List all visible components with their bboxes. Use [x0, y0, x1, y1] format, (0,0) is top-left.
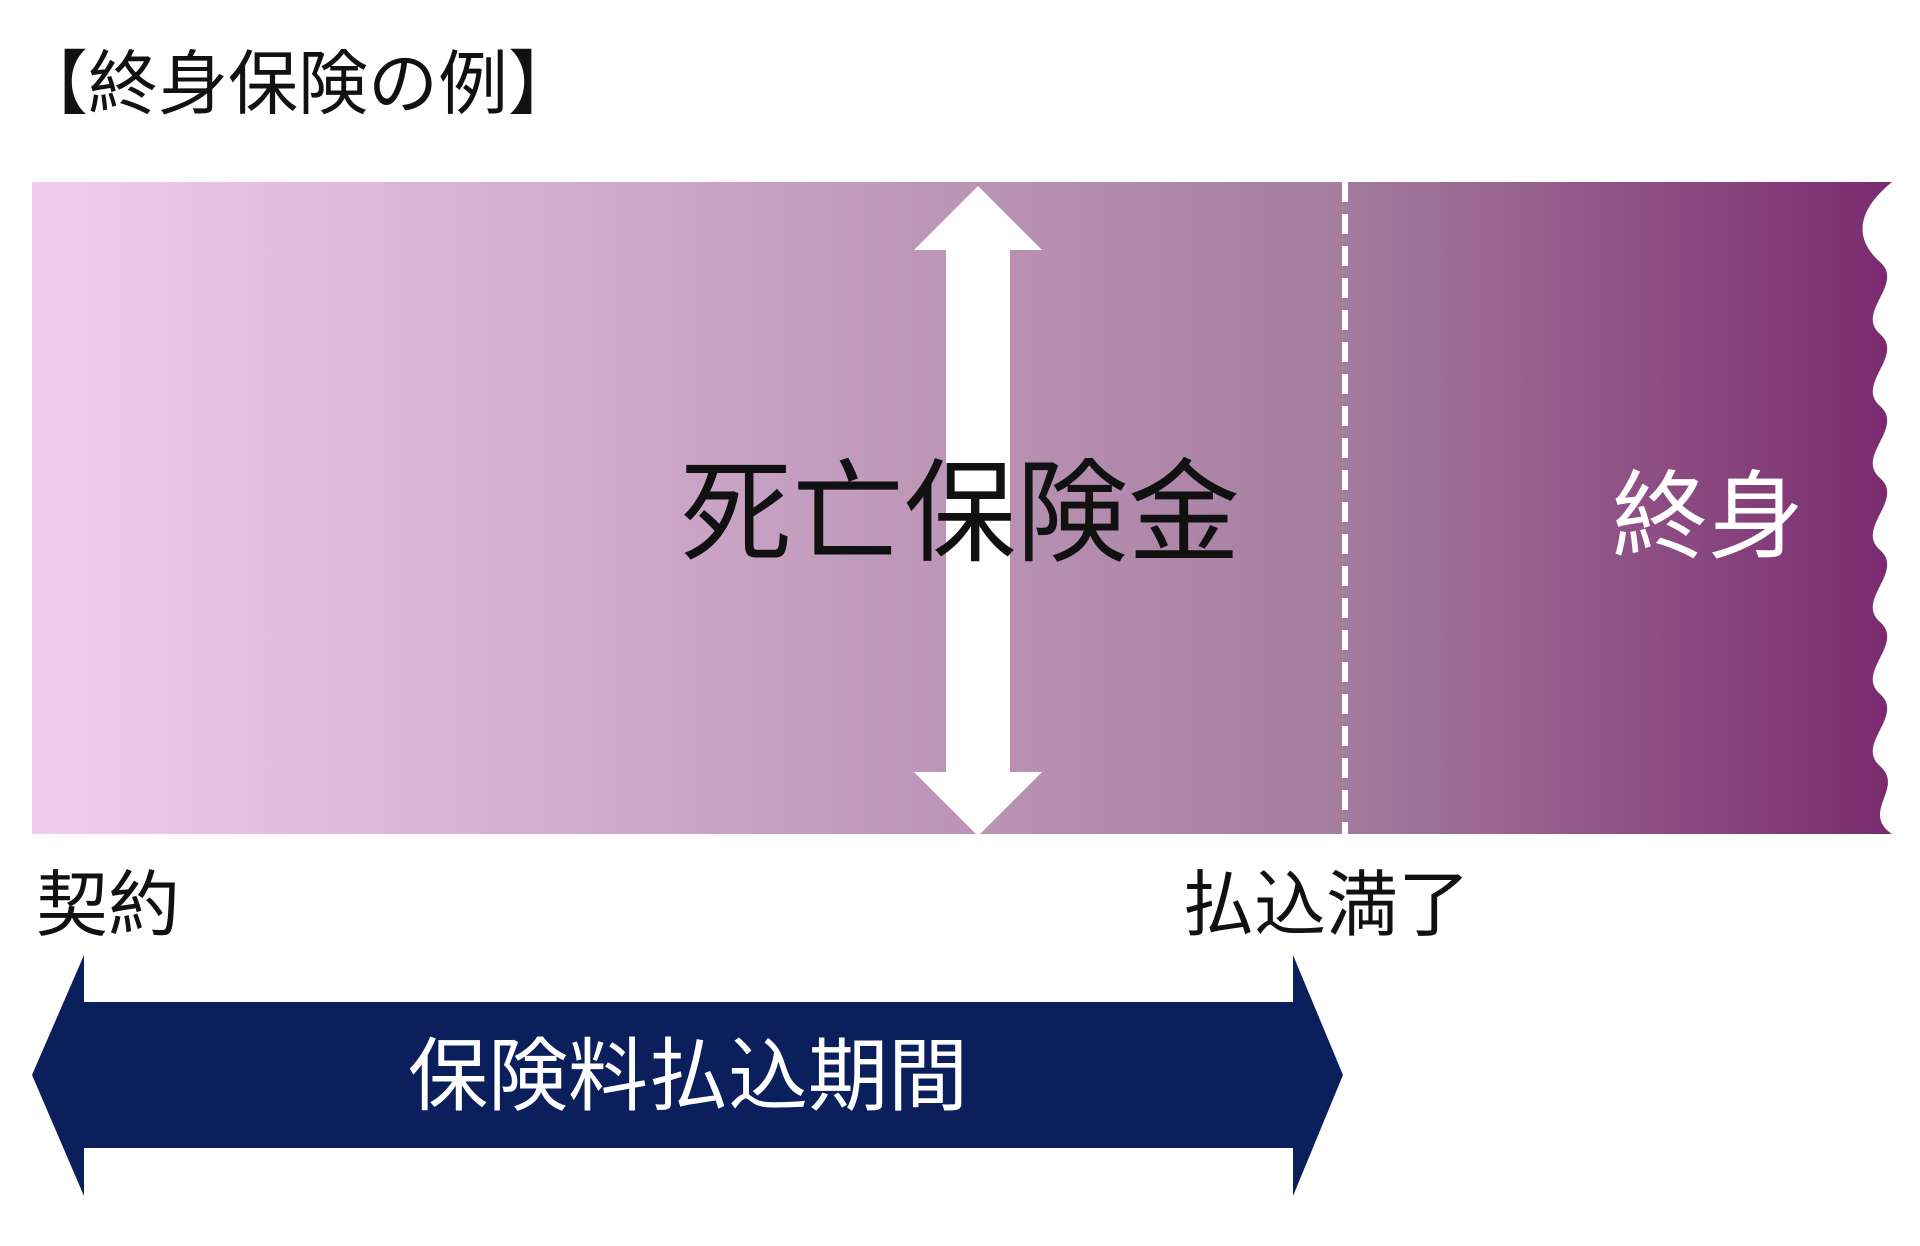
payment-period-label: 保険料払込期間: [408, 1030, 968, 1123]
payment-completion-label: 払込満了: [1182, 863, 1470, 947]
lifetime-label: 終身: [1612, 461, 1804, 573]
death-benefit-label: 死亡保険金: [680, 449, 1240, 579]
double-arrow-vertical-icon: [914, 186, 1042, 836]
double-arrow-horizontal-icon: [32, 955, 1343, 1196]
diagram-title: 【終身保険の例】: [18, 43, 578, 125]
contract-start-label: 契約: [36, 863, 180, 947]
